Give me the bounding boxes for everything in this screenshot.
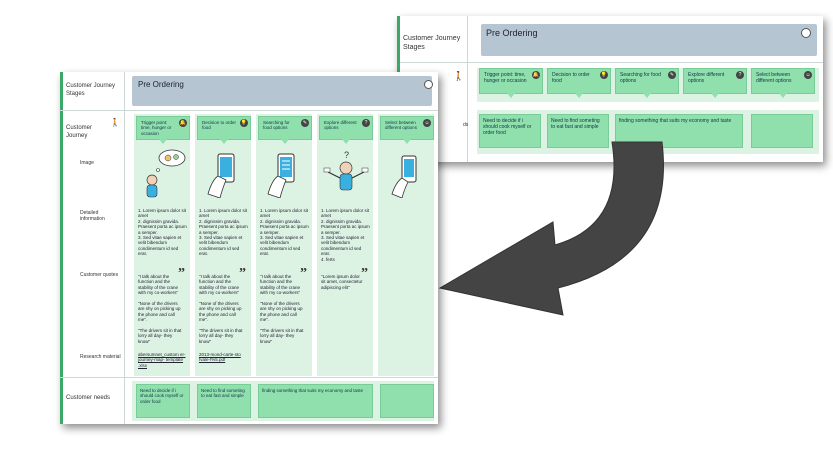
- step-pointer: [220, 139, 228, 144]
- step-3[interactable]: Searching for food options ✎: [258, 116, 312, 144]
- row-label-detailed-information: Detailed information: [80, 210, 105, 222]
- research-link-2[interactable]: 2013-mond-carte-sto fvale-f%5.pdf: [199, 352, 241, 363]
- step-pointer: [711, 93, 719, 98]
- row-label-customer-quotes: Customer quotes: [80, 272, 119, 278]
- step-1[interactable]: Trigger point: time, hunger or occasion …: [136, 116, 190, 144]
- need-2: Need to find someting to eat fast and si…: [197, 384, 251, 418]
- step-2[interactable]: Decision to order food 💡: [197, 116, 251, 144]
- question-icon: ?: [736, 71, 744, 79]
- step-5-label: Select between different options: [385, 120, 417, 131]
- illustration-hand-phone-list: [267, 153, 295, 198]
- quote-1: "I talk about the function and the stabi…: [138, 274, 182, 344]
- back-step-3[interactable]: Searching for food options ✎: [615, 68, 679, 98]
- front-journey-map-sheet: Customer Journey Stages Customer Journey…: [60, 72, 438, 424]
- research-link-1[interactable]: abersumnet_custom er-journey-map- templa…: [138, 352, 186, 368]
- step-5[interactable]: Select between different options ☺: [380, 116, 434, 144]
- column-4-bg: [317, 114, 373, 376]
- row-label-journey: Customer Journey: [66, 125, 93, 139]
- lightbulb-icon: 💡: [600, 71, 608, 79]
- step-pointer: [643, 93, 651, 98]
- back-step-2[interactable]: Decision to order food 💡: [547, 68, 611, 98]
- stage-title: Pre Ordering: [138, 80, 184, 89]
- back-step-5-label: Select between different options: [756, 72, 792, 84]
- row-label-image: Image: [80, 160, 94, 166]
- back-journey-map-sheet: Customer Journey Stages Pre Ordering 🚶 d…: [397, 16, 823, 162]
- back-step-5[interactable]: Select between different options ☺: [751, 68, 815, 98]
- step-4-label: Explore different options: [324, 120, 357, 131]
- smiley-icon: ☺: [804, 71, 812, 79]
- row-label-stages: Customer Journey Stages: [66, 83, 116, 97]
- back-need-1: Need to decide if i should cook myself o…: [479, 114, 541, 148]
- back-stage-bar: [481, 24, 817, 56]
- curved-arrow-shape: [438, 141, 664, 316]
- back-partial-label: ds: [463, 122, 469, 128]
- quote-4: "Lorem ipsum dolor sit amet, consectetur…: [321, 274, 363, 290]
- detail-1: 1. Lorem ipsum dolor sit amet 2. digniss…: [138, 208, 187, 257]
- quote-mark-icon: ”: [239, 266, 246, 281]
- back-row-label-stages: Customer Journey Stages: [403, 35, 461, 51]
- back-step-4-label: Explore different options: [688, 72, 725, 84]
- back-step-3-label: Searching for food options: [620, 72, 661, 84]
- back-need-4: [751, 114, 813, 148]
- detail-4: 1. Lorem ipsum dolor sit amet 2. digniss…: [321, 208, 370, 262]
- row-label-customer-needs: Customer needs: [66, 395, 111, 401]
- need-3: finding something that suits my economy …: [258, 384, 373, 418]
- step-pointer: [507, 93, 515, 98]
- quote-mark-icon: ”: [300, 266, 307, 281]
- step-3-label: Searching for food options: [263, 120, 290, 131]
- step-4[interactable]: Explore different options ?: [319, 116, 373, 144]
- quote-mark-icon: ”: [178, 266, 185, 281]
- row-label-research-material: Research material: [80, 354, 121, 360]
- step-pointer: [342, 139, 350, 144]
- refresh-circle-icon[interactable]: [801, 28, 811, 38]
- quote-mark-icon: ”: [361, 266, 368, 281]
- step-1-label: Trigger point: time, hunger or occasion: [141, 120, 172, 136]
- illustration-person-confused: ?: [323, 150, 369, 191]
- step-pointer: [159, 139, 167, 144]
- pencil-icon: ✎: [668, 71, 676, 79]
- step-pointer: [403, 139, 411, 144]
- step-pointer: [779, 93, 787, 98]
- smiley-icon: ☺: [423, 119, 431, 127]
- back-stage-title: Pre Ordering: [486, 28, 538, 38]
- walking-person-icon: 🚶: [453, 71, 465, 81]
- quote-2: "I talk about the function and the stabi…: [199, 274, 243, 344]
- illustration-person-thinking-food: [146, 149, 186, 198]
- back-step-2-label: Decision to order food: [552, 72, 590, 84]
- stage-bar: [132, 76, 432, 106]
- quote-3: "I talk about the function and the stabi…: [260, 274, 304, 344]
- back-need-2: Need to find someting to eat fast and si…: [547, 114, 609, 148]
- back-need-3: finding something that suits my economy …: [615, 114, 743, 148]
- question-icon: ?: [362, 119, 370, 127]
- step-pointer: [281, 139, 289, 144]
- detail-3: 1. Lorem ipsum dolor sit amet 2. digniss…: [260, 208, 309, 257]
- need-1: Need to decide if i should cook myself o…: [136, 384, 190, 418]
- bell-icon: 🔔: [179, 119, 187, 127]
- bell-icon: 🔔: [532, 71, 540, 79]
- svg-text:?: ?: [344, 150, 349, 160]
- step-pointer: [575, 93, 583, 98]
- walking-person-icon: 🚶: [110, 118, 120, 127]
- pencil-icon: ✎: [301, 119, 309, 127]
- back-step-1[interactable]: Trigger point: time, hunger or occasion …: [479, 68, 543, 98]
- step-2-label: Decision to order food: [202, 120, 237, 131]
- refresh-circle-icon[interactable]: [424, 80, 433, 89]
- back-step-1-label: Trigger point: time, hunger or occasion: [484, 72, 527, 84]
- need-4: [380, 384, 434, 418]
- illustration-hand-phone: [207, 153, 235, 198]
- lightbulb-icon: 💡: [240, 119, 248, 127]
- detail-2: 1. Lorem ipsum dolor sit amet 2. digniss…: [199, 208, 248, 257]
- back-step-4[interactable]: Explore different options ?: [683, 68, 747, 98]
- illustration-hand-phone-select: [391, 155, 417, 198]
